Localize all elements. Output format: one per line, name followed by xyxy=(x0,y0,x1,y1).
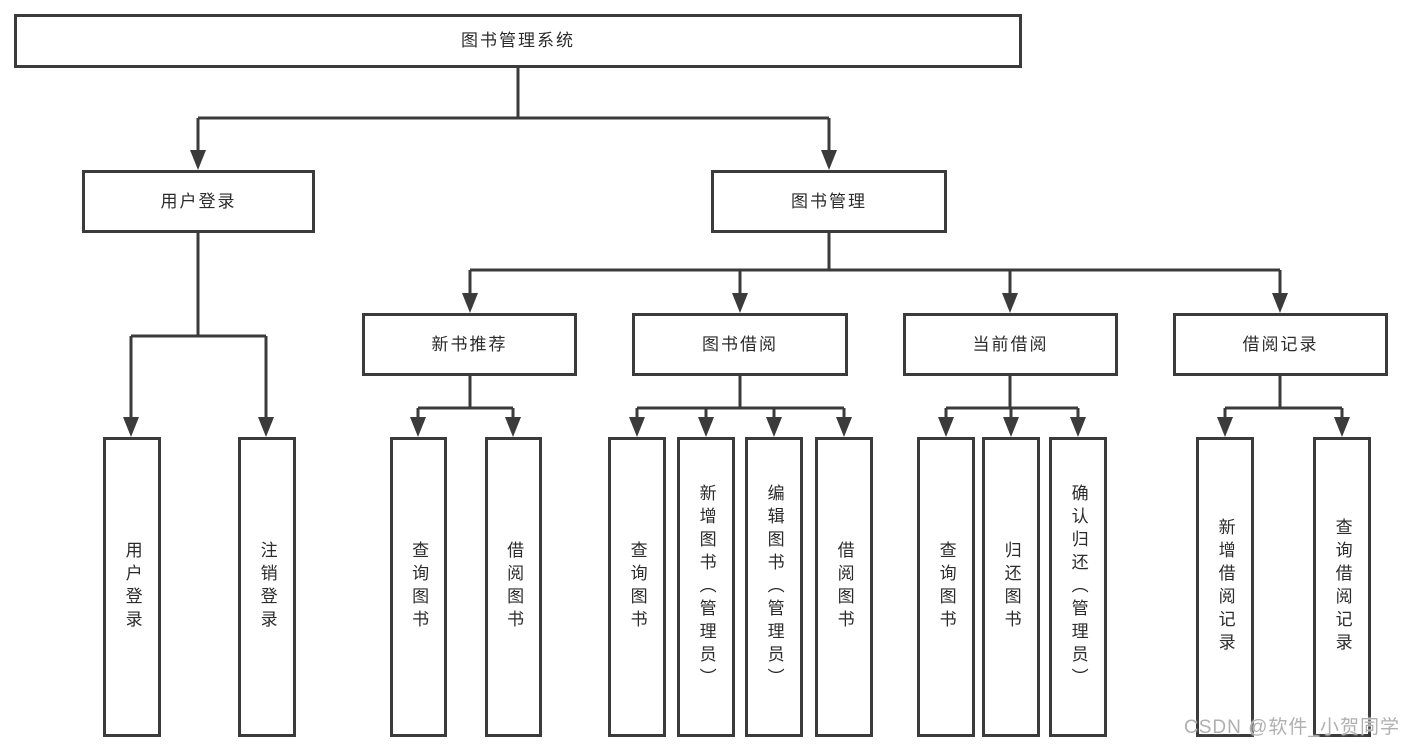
node-label: 图书管理 xyxy=(791,191,867,211)
node-query-borrow-record: 查询借阅记录 xyxy=(1313,437,1371,737)
node-label: 借阅图书 xyxy=(504,541,524,633)
node-label: 新增图书（管理员） xyxy=(696,483,716,691)
node-borrowing-records: 借阅记录 xyxy=(1173,313,1388,376)
node-confirm-return-admin: 确认归还（管理员） xyxy=(1049,437,1107,737)
node-query-books-current: 查询图书 xyxy=(917,437,975,737)
node-edit-books-admin: 编辑图书（管理员） xyxy=(745,437,803,737)
node-add-books-admin: 新增图书（管理员） xyxy=(677,437,735,737)
node-label: 编辑图书（管理员） xyxy=(764,483,784,691)
node-label: 图书管理系统 xyxy=(461,31,575,51)
connector-root-to-level2 xyxy=(190,68,837,170)
connector-user-login-children xyxy=(123,233,274,437)
connector-book-management-sections xyxy=(462,233,1288,313)
node-borrow-books-leaf: 借阅图书 xyxy=(815,437,873,737)
node-logout-leaf: 注销登录 xyxy=(238,437,296,737)
node-new-book-recommend: 新书推荐 xyxy=(362,313,577,376)
node-library-management-system: 图书管理系统 xyxy=(14,14,1022,68)
node-current-borrowing: 当前借阅 xyxy=(903,313,1118,376)
node-user-login-leaf: 用户登录 xyxy=(103,437,161,737)
node-label: 归还图书 xyxy=(1001,541,1021,633)
node-label: 注销登录 xyxy=(257,541,277,633)
node-user-login: 用户登录 xyxy=(82,170,315,233)
node-label: 查询图书 xyxy=(409,541,429,633)
node-label: 查询图书 xyxy=(627,541,647,633)
node-label: 借阅记录 xyxy=(1242,334,1319,354)
node-return-books: 归还图书 xyxy=(982,437,1040,737)
node-query-books-borrowing: 查询图书 xyxy=(608,437,666,737)
node-label: 查询借阅记录 xyxy=(1332,518,1352,656)
node-label: 图书借阅 xyxy=(702,334,778,354)
node-label: 当前借阅 xyxy=(972,334,1049,354)
node-label: 新书推荐 xyxy=(431,334,508,354)
node-label: 确认归还（管理员） xyxy=(1068,483,1088,691)
node-book-management: 图书管理 xyxy=(711,170,947,233)
node-label: 查询图书 xyxy=(936,541,956,633)
node-query-books-recommend: 查询图书 xyxy=(390,437,447,737)
node-label: 用户登录 xyxy=(160,191,237,211)
node-label: 新增借阅记录 xyxy=(1215,518,1235,656)
node-add-borrow-record: 新增借阅记录 xyxy=(1196,437,1254,737)
connector-current-borrowing-children xyxy=(938,376,1086,437)
connector-new-book-children xyxy=(410,376,521,437)
node-label: 用户登录 xyxy=(122,541,142,633)
node-borrow-books-recommend: 借阅图书 xyxy=(485,437,542,737)
node-book-borrowing: 图书借阅 xyxy=(632,313,848,376)
node-label: 借阅图书 xyxy=(834,541,854,633)
connector-borrowing-records-children xyxy=(1217,376,1350,437)
connector-book-borrowing-children xyxy=(629,376,852,437)
